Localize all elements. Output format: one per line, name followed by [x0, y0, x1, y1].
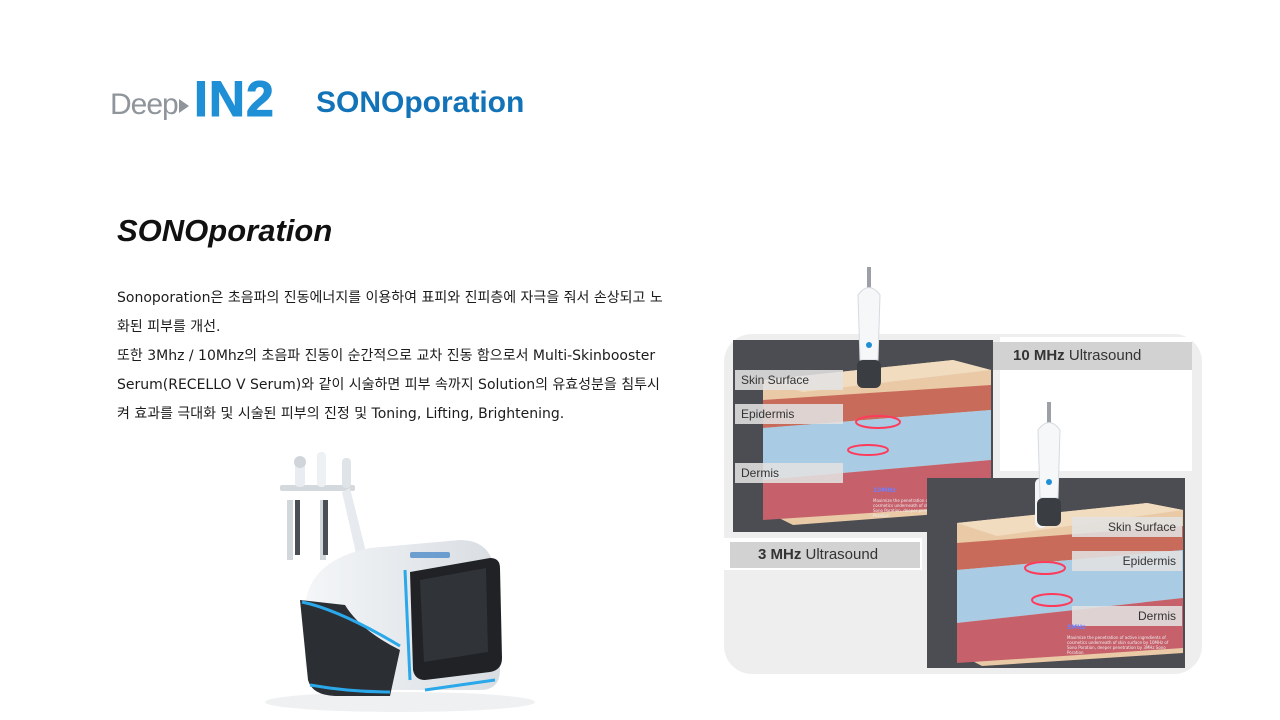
- layer-label: Dermis: [1072, 606, 1182, 626]
- paragraph-line: Serum(RECELLO V Serum)와 같이 시술하면 피부 속까지 S…: [117, 377, 660, 393]
- paragraph-line: 화된 피부를 개선.: [117, 319, 221, 335]
- caption-title: 10MHz: [873, 487, 896, 494]
- section-title: SONOporation: [117, 213, 333, 248]
- layer-label: Epidermis: [1072, 551, 1182, 571]
- caption-title: 3MHz: [1067, 624, 1086, 631]
- layer-label: Skin Surface: [1072, 517, 1182, 537]
- sonoporation-device-image: [265, 452, 535, 712]
- paragraph-line: 켜 효과를 극대화 및 시술된 피부의 진정 및 Toning, Lifting…: [117, 406, 565, 422]
- description-paragraph: Sonoporation은 초음파의 진동에너지를 이용하여 표피와 진피층에 …: [117, 284, 697, 429]
- layer-label: Epidermis: [735, 404, 843, 424]
- logo-deep: Deep: [110, 88, 189, 122]
- ultrasound-handpiece-image: [857, 267, 881, 388]
- paragraph-line: Sonoporation은 초음파의 진동에너지를 이용하여 표피와 진피층에 …: [117, 290, 663, 306]
- caption-text: Maximize the penetration of active ingre…: [1067, 635, 1169, 655]
- logo-in2: IN2: [194, 71, 275, 128]
- frequency-label-10mhz: 10 MHz Ultrasound: [993, 342, 1192, 370]
- play-icon: [178, 99, 189, 114]
- layer-label: Dermis: [735, 463, 843, 483]
- paragraph-line: 또한 3Mhz / 10Mhz의 초음파 진동이 순간적으로 교차 진동 함으로…: [117, 348, 656, 364]
- frequency-label-3mhz: 3 MHz Ultrasound: [730, 542, 920, 568]
- layer-label: Skin Surface: [735, 370, 843, 390]
- page-title: SONOporation: [316, 86, 525, 119]
- ultrasound-handpiece-image: [1037, 402, 1061, 526]
- caption-text: Maximize the penetration of active ingre…: [873, 498, 975, 518]
